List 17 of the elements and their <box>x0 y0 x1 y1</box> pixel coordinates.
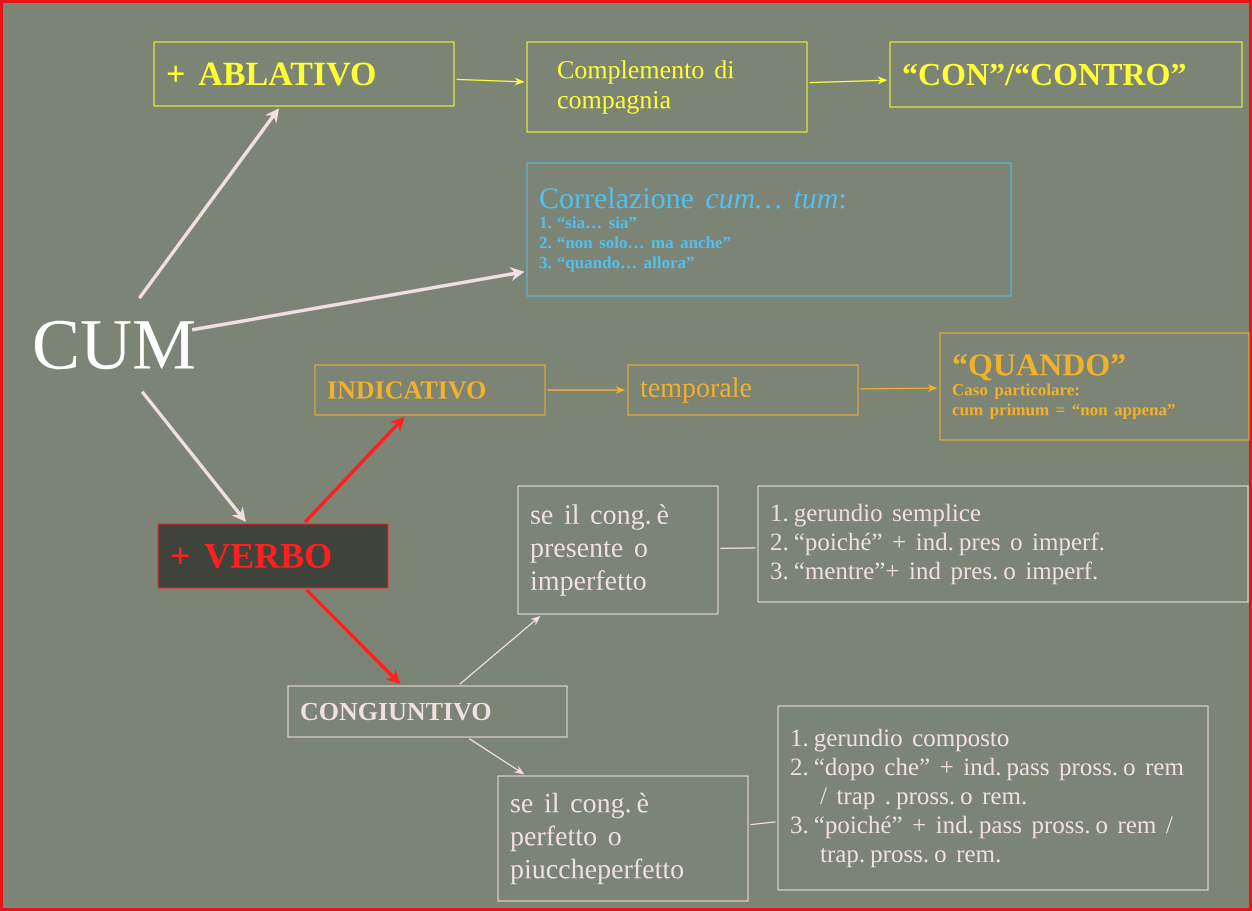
connector-line <box>719 547 757 550</box>
concept-box: + ABLATIVO <box>153 41 455 107</box>
connector-line <box>749 821 777 826</box>
concept-box: INDICATIVO <box>314 364 546 416</box>
concept-box: temporale <box>627 364 859 416</box>
arrow <box>140 390 246 522</box>
concept-box: Complemento di compagnia <box>526 41 808 133</box>
concept-box: “QUANDO” Caso particolare: cum primum = “non appena” <box>939 332 1250 441</box>
list-box: Correlazione cum… tum: 1. “sia… sia” 2. “non solo… ma anche” 3. “quando… allora” <box>526 162 1012 297</box>
concept-box: se il cong. è presente o imperfetto <box>517 485 719 615</box>
list-box: 1. gerundio semplice 2. “poiché” + ind. pres o imperf. 3. “mentre”+ ind pres. o imperf. <box>757 485 1249 603</box>
concept-box: CONGIUNTIVO <box>287 685 568 738</box>
list-box: 1. gerundio composto 2. “dopo che” + ind. pass pross. o rem / trap . pross. o rem. 3. “poiché” + ind. pass pross. o rem / trap. pross. o rem. <box>777 705 1209 891</box>
topic-word: CUM <box>34 320 194 370</box>
concept-box: “CON”/“CONTRO” <box>889 41 1243 108</box>
concept-box: se il cong. è perfetto o piuccheperfetto <box>497 775 749 902</box>
concept-box: + VERBO <box>157 523 389 589</box>
